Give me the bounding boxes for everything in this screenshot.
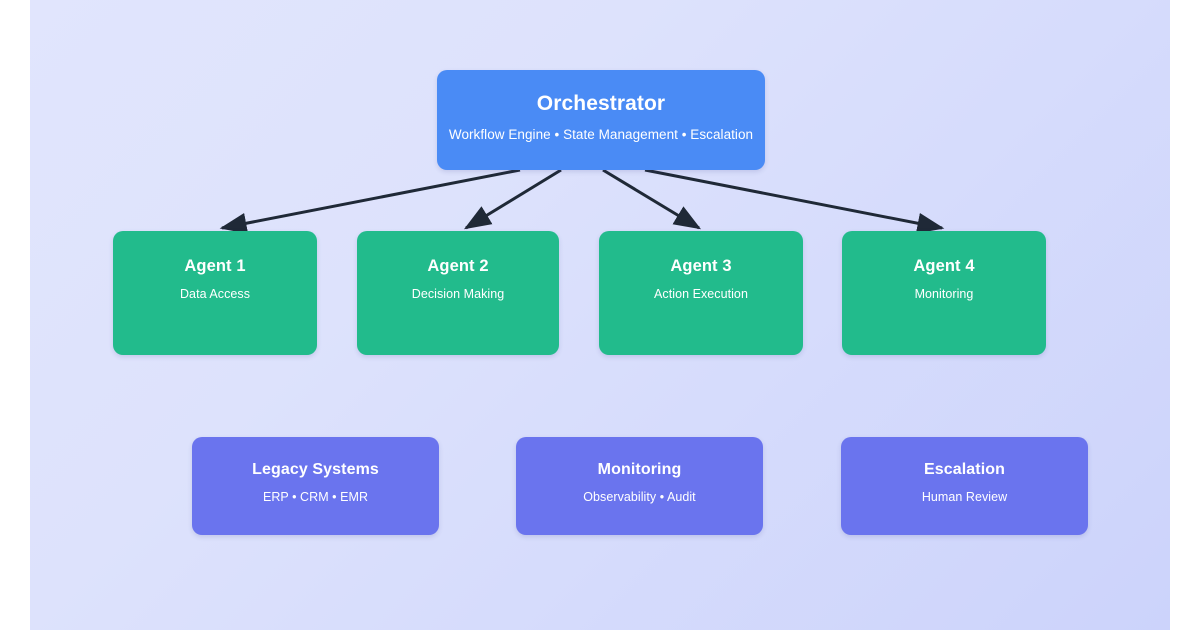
node-agent-1[interactable]: Agent 1 Data Access xyxy=(113,231,317,355)
node-escalation[interactable]: Escalation Human Review xyxy=(841,437,1088,535)
node-agent-2-subtitle: Decision Making xyxy=(411,286,505,301)
node-monitoring-subtitle: Observability • Audit xyxy=(583,490,696,505)
node-agent-3[interactable]: Agent 3 Action Execution xyxy=(599,231,803,355)
node-legacy-systems-title: Legacy Systems xyxy=(252,461,379,478)
node-escalation-title: Escalation xyxy=(923,461,1006,478)
node-agent-4-subtitle: Monitoring xyxy=(914,286,974,301)
node-orchestrator[interactable]: Orchestrator Workflow Engine • State Man… xyxy=(437,70,765,170)
node-legacy-systems-subtitle: ERP • CRM • EMR xyxy=(262,490,369,505)
node-orchestrator-title: Orchestrator xyxy=(536,92,666,115)
node-agent-1-subtitle: Data Access xyxy=(179,286,251,301)
node-escalation-subtitle: Human Review xyxy=(921,490,1008,505)
node-agent-4[interactable]: Agent 4 Monitoring xyxy=(842,231,1046,355)
node-agent-3-subtitle: Action Execution xyxy=(654,286,748,301)
node-agent-4-title: Agent 4 xyxy=(913,257,975,275)
node-agent-2[interactable]: Agent 2 Decision Making xyxy=(357,231,559,355)
node-orchestrator-subtitle: Workflow Engine • State Management • Esc… xyxy=(448,127,754,143)
node-agent-2-title: Agent 2 xyxy=(427,257,489,275)
node-agent-1-title: Agent 1 xyxy=(184,257,246,275)
node-agent-3-title: Agent 3 xyxy=(670,257,732,275)
node-legacy-systems[interactable]: Legacy Systems ERP • CRM • EMR xyxy=(192,437,439,535)
node-monitoring[interactable]: Monitoring Observability • Audit xyxy=(516,437,763,535)
node-monitoring-title: Monitoring xyxy=(597,461,682,478)
